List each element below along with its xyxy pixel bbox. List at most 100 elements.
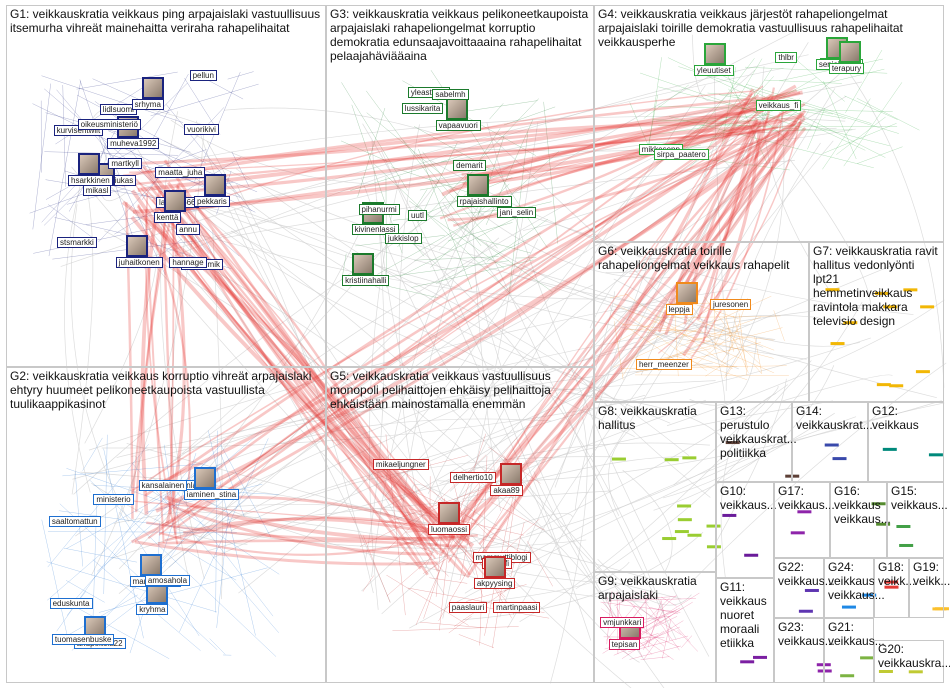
edge (724, 317, 749, 373)
edge (686, 330, 743, 342)
node-mark (860, 656, 875, 660)
edge (686, 114, 771, 121)
node-label: maatta_juha (155, 167, 206, 179)
node-mark (662, 537, 677, 541)
edge (166, 324, 751, 529)
edge (364, 199, 385, 561)
node-label: tepisan (608, 638, 641, 650)
node-label: srhyma (131, 99, 164, 111)
edge (427, 69, 756, 494)
edge (164, 116, 846, 165)
node-label: ministerio (93, 493, 134, 505)
group-panel-g16: G16: veikkaus veikkaus... (830, 482, 891, 558)
edge (681, 635, 693, 648)
node-mark (722, 513, 737, 517)
node-mark (611, 457, 626, 461)
node-label: rpajaishallinto (456, 196, 512, 208)
edge (565, 145, 715, 424)
edge (213, 262, 899, 559)
edge-bundle (147, 168, 424, 544)
edge (47, 444, 149, 568)
edge (62, 463, 203, 477)
group-panel-g6: G6: veikkauskratia toirille rahapelionge… (594, 242, 809, 402)
edge (385, 510, 449, 577)
node-label: juresonen (710, 298, 752, 310)
edge (438, 183, 510, 251)
node-mark (677, 504, 692, 508)
edge (206, 140, 374, 594)
edge (707, 92, 747, 97)
node-mark (874, 291, 889, 295)
edge (58, 510, 201, 531)
edge (163, 444, 174, 509)
edge (649, 606, 679, 615)
edge (622, 304, 666, 377)
edge (238, 239, 539, 594)
edge (675, 324, 691, 351)
node-mark (884, 585, 899, 589)
edge-bundle (185, 132, 783, 494)
edge (655, 594, 677, 615)
edge (377, 214, 484, 275)
edge (464, 485, 493, 511)
group-panel-g24: G24: veikkaus veikkaus... (824, 558, 885, 618)
group-title-g19: G19: veikk... (913, 560, 950, 588)
edge (384, 158, 791, 497)
edge-bundle (442, 122, 761, 537)
node-label: herr_meenzer (635, 359, 692, 371)
edge (230, 230, 635, 438)
node-label: mikasl (82, 185, 112, 197)
edge (340, 140, 390, 163)
group-panel-g22: G22: veikkaus... (774, 558, 835, 618)
edge-bundle (478, 111, 782, 545)
edge-bundle (174, 192, 452, 535)
edge (690, 362, 947, 583)
node-label: pellun (189, 70, 217, 82)
edge (648, 57, 662, 149)
node-label: pihanurmi (358, 203, 400, 215)
node-label: pekkaris (193, 195, 230, 207)
edge (419, 621, 484, 629)
node-mark (920, 305, 935, 309)
edge-bundle (690, 108, 785, 360)
edge (661, 596, 677, 607)
edge (32, 83, 51, 230)
edge (780, 374, 893, 402)
avatar (483, 555, 506, 578)
edge-bundle (130, 215, 475, 548)
edge (652, 119, 812, 131)
edge (489, 103, 504, 120)
edge (70, 204, 130, 522)
edge-bundle (162, 195, 177, 535)
edge (186, 550, 237, 581)
edge-bundle (134, 540, 438, 566)
node-label: veikkaus_fi (755, 99, 802, 111)
edge (614, 304, 775, 374)
edge (723, 305, 735, 352)
node-mark (682, 456, 697, 460)
edge-bundle (696, 130, 757, 321)
group-panel-g17: G17: veikkaus... (774, 482, 835, 558)
edge (417, 142, 458, 223)
edge-bundle (156, 120, 761, 180)
avatar (437, 502, 460, 525)
edge (386, 454, 487, 551)
edge-bundle (182, 517, 468, 542)
edge (224, 107, 465, 145)
edge (822, 123, 897, 154)
edge (628, 315, 707, 371)
edge-bundle (131, 207, 169, 506)
group-title-g18: G18: veikk... (878, 560, 916, 588)
edge (422, 151, 479, 221)
edge (643, 84, 689, 119)
group-title-g2: G2: veikkauskratia veikkaus korruptio vi… (10, 369, 312, 411)
node-label: luomaossi (427, 524, 470, 536)
edge-bundle (164, 495, 455, 541)
edge (216, 177, 595, 384)
edge-bundle (144, 94, 772, 497)
edge (613, 278, 861, 347)
edge (527, 541, 553, 587)
edge (606, 597, 615, 622)
edge (733, 315, 748, 369)
edge (726, 72, 768, 164)
